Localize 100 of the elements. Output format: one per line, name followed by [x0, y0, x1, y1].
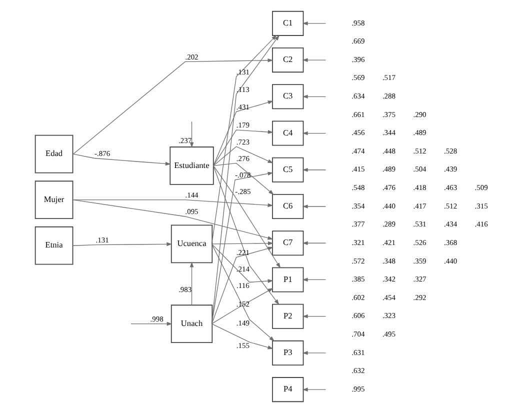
label: .474	[351, 146, 364, 156]
edge-label: .131	[236, 67, 249, 76]
arrow	[302, 22, 326, 26]
label: .368	[444, 238, 457, 247]
edge-label: .113	[236, 84, 249, 94]
label: .606	[351, 311, 364, 320]
label: .495	[382, 329, 396, 338]
label: .517	[382, 73, 396, 82]
node-box: Unach	[170, 304, 212, 344]
node-box: P3	[272, 340, 304, 366]
edge-label: .179	[236, 120, 249, 130]
arrow	[210, 324, 273, 350]
edge-label: .116	[236, 281, 249, 290]
arrow	[210, 172, 273, 324]
label: .342	[382, 274, 396, 284]
arrow	[72, 200, 273, 208]
arrow	[210, 34, 279, 324]
edge-label: .723	[236, 137, 249, 146]
arrow	[72, 242, 172, 246]
label: .448	[382, 146, 396, 156]
arrow	[302, 351, 326, 355]
label: .396	[351, 54, 364, 64]
label: .292	[412, 292, 426, 302]
edge-label: .998	[150, 314, 163, 324]
label: .631	[351, 348, 364, 357]
label: .512	[444, 201, 457, 210]
arrow	[302, 168, 326, 172]
label: .632	[351, 366, 364, 376]
label: .289	[382, 220, 396, 229]
arrow	[302, 131, 326, 136]
label: .504	[412, 164, 426, 174]
label: .385	[351, 274, 364, 284]
edge-label: .983	[178, 284, 192, 294]
label: .526	[412, 238, 426, 247]
node-box: P2	[272, 304, 304, 329]
arrow	[302, 204, 326, 208]
arrow	[212, 100, 273, 166]
arrow	[212, 162, 274, 195]
label: .348	[382, 256, 396, 266]
arrow	[302, 388, 326, 392]
node-box: P1	[272, 267, 304, 292]
arrow	[212, 130, 273, 166]
arrow	[212, 165, 280, 268]
label: .489	[382, 164, 396, 174]
label: .440	[444, 256, 457, 266]
arrow	[302, 241, 326, 246]
edge-label: .221	[236, 248, 249, 257]
label: .416	[474, 220, 488, 229]
label: .375	[382, 110, 396, 119]
node-box: C5	[272, 157, 304, 182]
label: .509	[474, 183, 488, 192]
label: .359	[412, 256, 426, 266]
label: .454	[382, 292, 396, 302]
label: .463	[444, 183, 457, 192]
edge-label: -.876	[94, 148, 110, 158]
label: .439	[444, 164, 457, 174]
edge-label: .149	[236, 318, 249, 328]
label: .602	[351, 292, 364, 302]
label: .415	[351, 164, 364, 174]
label: .489	[412, 128, 426, 138]
node-box: Ucuenca	[170, 224, 212, 264]
arrow	[72, 58, 273, 154]
edge-label: .144	[184, 190, 198, 200]
arrow	[130, 322, 172, 326]
node-box: Etnia	[34, 226, 73, 265]
label: .315	[474, 201, 488, 210]
label: .669	[351, 36, 364, 46]
arrow	[302, 278, 326, 282]
edge-label: .131	[95, 235, 108, 244]
edge-label: .214	[236, 264, 249, 274]
node-box: C1	[272, 10, 304, 36]
edge-label: .431	[236, 102, 249, 112]
label: .440	[382, 201, 396, 210]
label: .288	[382, 91, 396, 100]
arrow	[210, 244, 274, 342]
arrow	[212, 165, 279, 305]
node-box: Estudiante	[169, 146, 214, 185]
arrow	[302, 314, 326, 318]
label: .958	[351, 18, 364, 28]
label: .418	[412, 183, 426, 192]
label: .548	[351, 183, 364, 192]
label: .323	[382, 311, 396, 320]
label: .531	[412, 220, 426, 229]
arrow	[212, 146, 273, 166]
arrow	[72, 154, 170, 166]
label: .634	[351, 91, 364, 100]
arrow	[210, 246, 273, 324]
label: .421	[382, 238, 396, 247]
node-box: Edad	[34, 134, 73, 174]
arrow	[189, 121, 194, 148]
arrow	[210, 288, 273, 324]
edge-label: -.078	[234, 170, 250, 180]
arrow	[210, 241, 273, 246]
label: .456	[351, 128, 364, 138]
node-box: C4	[272, 120, 304, 146]
edge-label: .202	[184, 52, 198, 62]
node-box: C3	[272, 84, 304, 110]
label: .321	[351, 238, 364, 247]
label: .528	[444, 146, 457, 156]
arrow	[210, 34, 276, 244]
